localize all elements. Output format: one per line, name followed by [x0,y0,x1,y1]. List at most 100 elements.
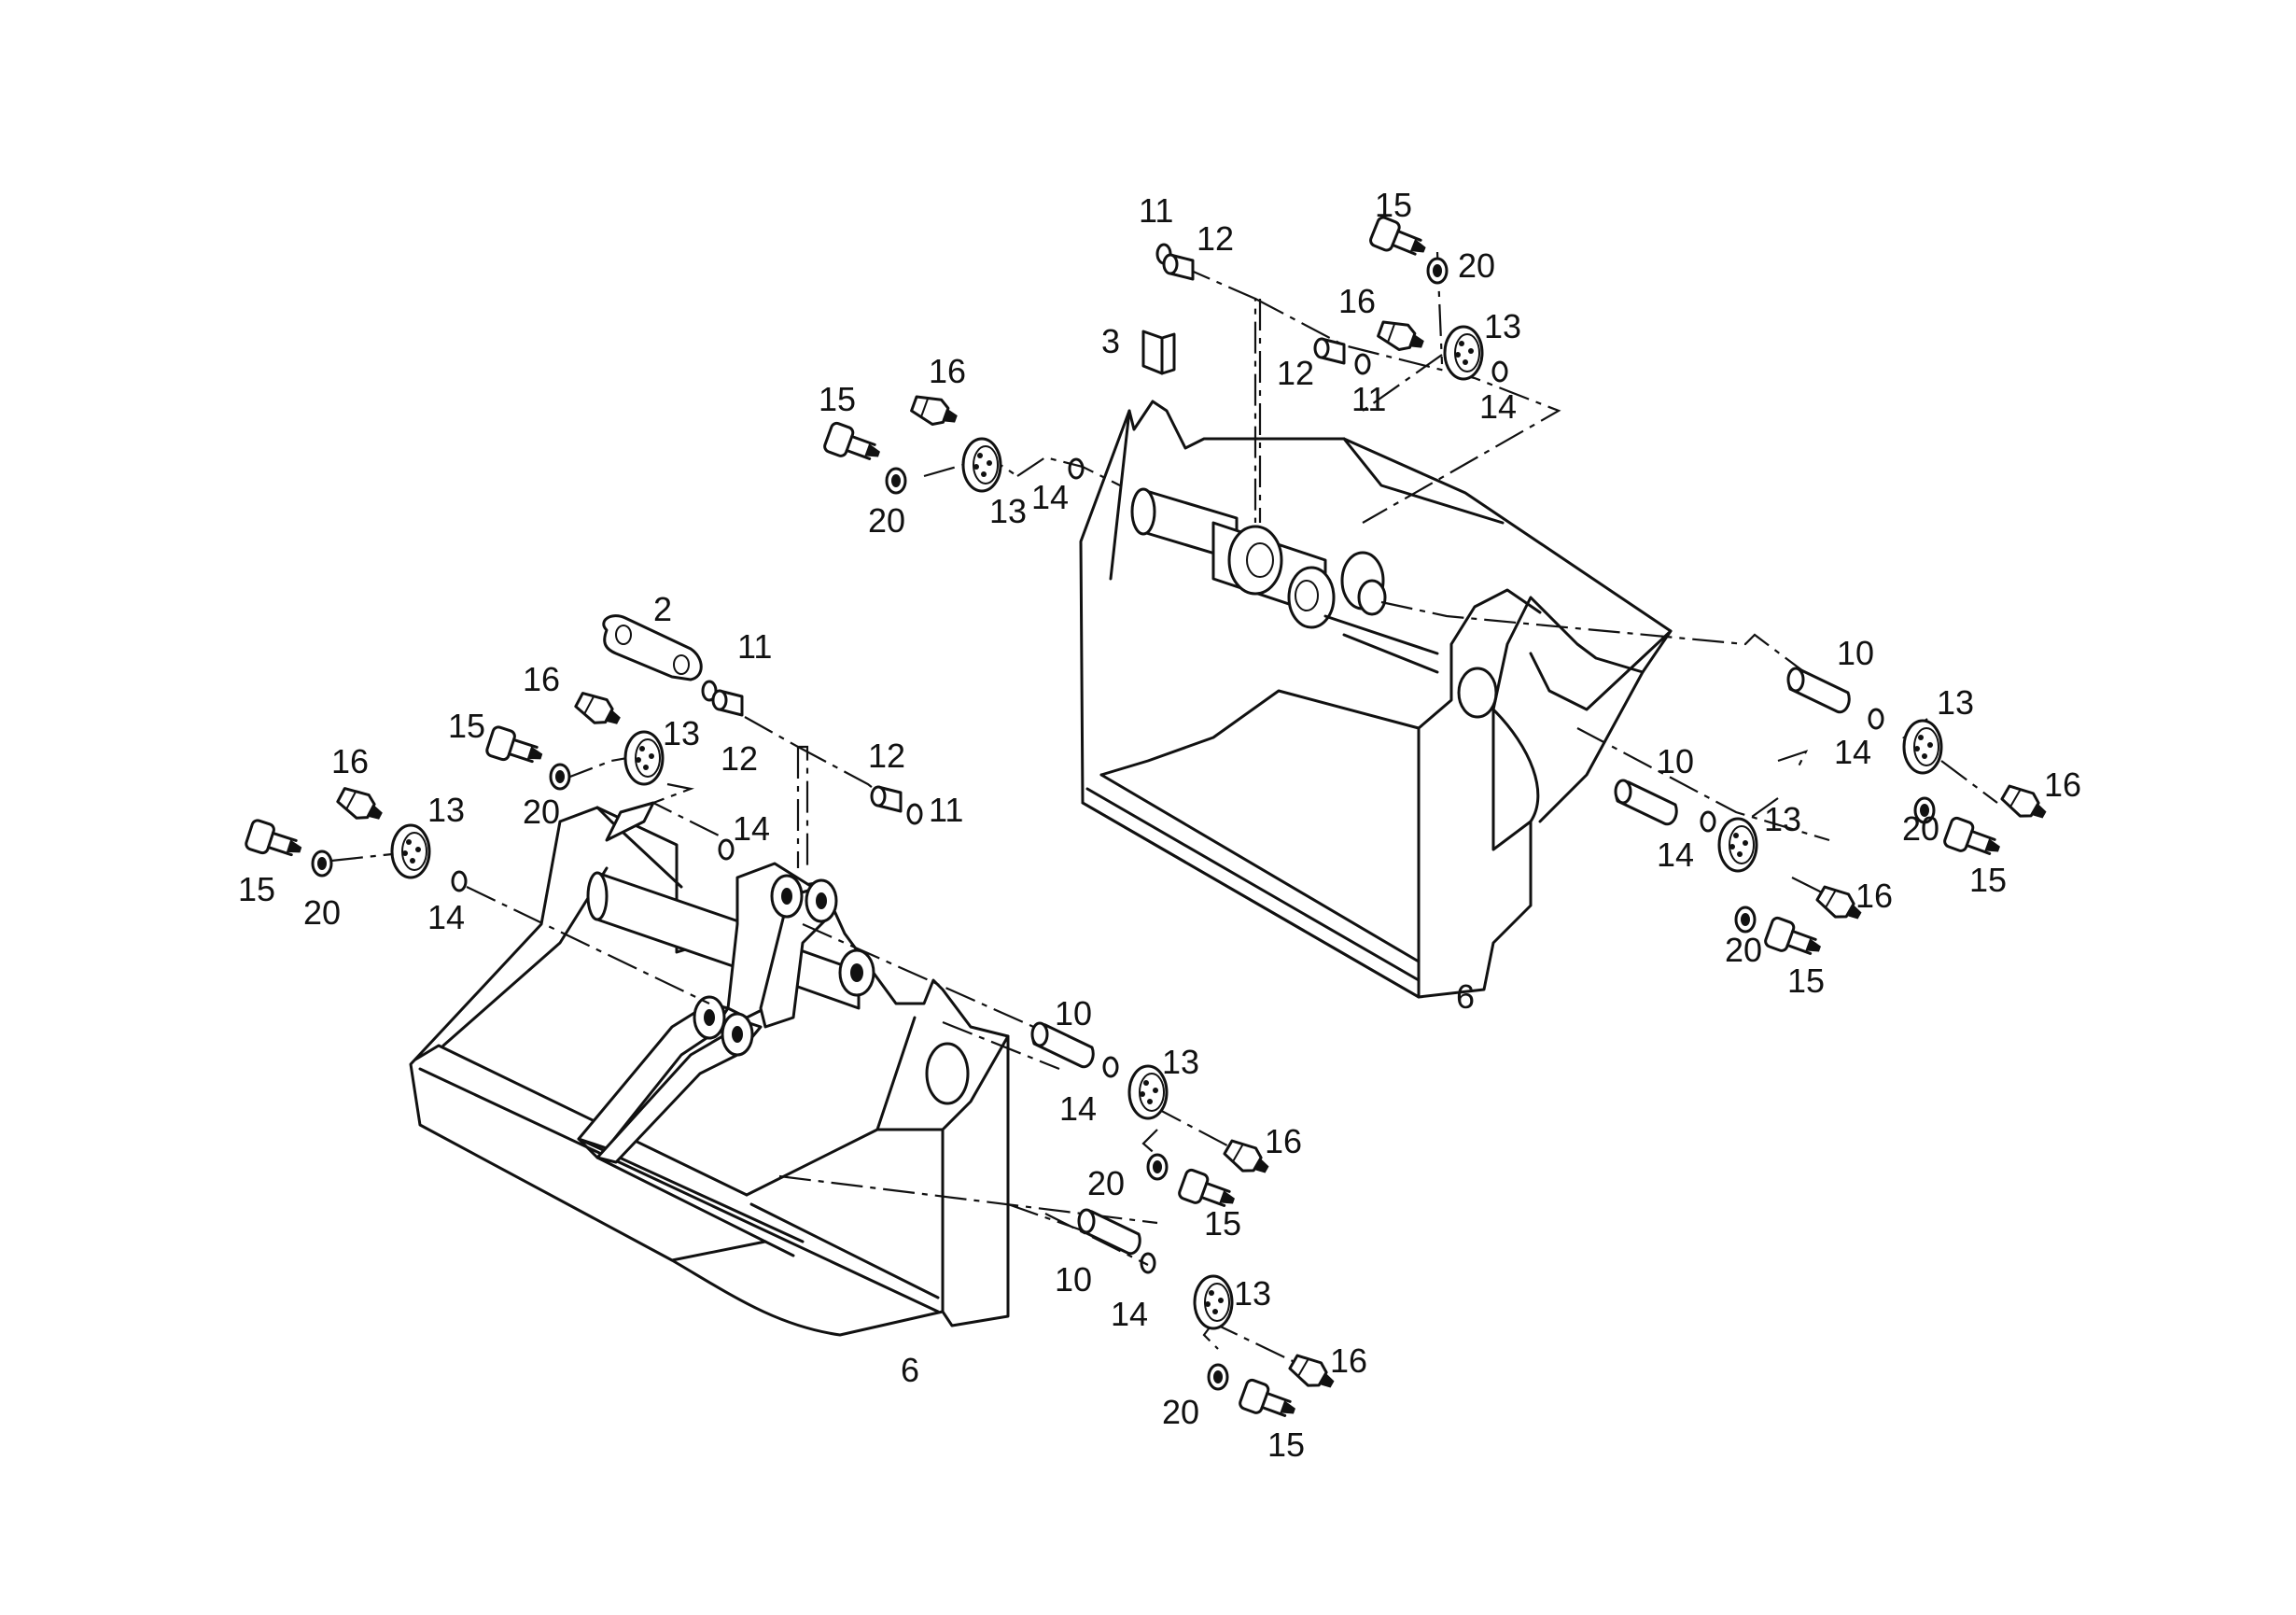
callout-labels: 11 12 15 20 16 13 14 3 12 11 16 13 14 15… [238,186,2081,1464]
callout-label: 15 [1204,1204,1241,1243]
spacer-part-10 [1786,667,1851,714]
callout-label: 16 [929,352,966,390]
oring-part-14 [1700,810,1716,833]
washer-part-20 [1146,1153,1169,1181]
callout-label: 20 [303,893,341,932]
callout-label: 20 [1458,246,1495,285]
callout-label: 12 [721,739,758,778]
callout-label: 14 [1834,733,1871,771]
callout-label: 15 [819,380,856,418]
callout-label: 16 [1265,1122,1302,1160]
plate-part-13 [1717,817,1758,873]
callout-label: 12 [868,737,905,775]
callout-label: 13 [1484,307,1521,345]
callout-label: 10 [1657,742,1694,780]
callout-label: 11 [929,791,963,829]
callout-label: 16 [523,660,560,698]
callout-label: 13 [989,492,1027,530]
plate-part-13 [1443,325,1484,381]
bucket-lower [409,801,1010,1337]
nipple-part-16 [333,781,389,830]
bolt-part-15 [821,420,886,470]
callout-label: 16 [2044,765,2081,804]
callout-label: 13 [1764,800,1801,838]
callout-label: 15 [1787,962,1825,1000]
bucket-lower-pin-hole [925,1042,970,1105]
callout-label: 15 [238,870,275,908]
callout-label: 20 [1902,809,1939,848]
bolt-part-15 [243,817,307,866]
nipple-part-16 [571,686,627,735]
washer-part-20 [549,763,571,791]
callout-label: 20 [1087,1164,1125,1202]
callout-label: 20 [1725,931,1762,969]
callout-label: 13 [1937,683,1974,722]
oring-part-14 [1868,708,1884,730]
callout-label: 14 [733,809,770,848]
nipple-part-16 [908,389,962,433]
oring-part-14 [1102,1056,1119,1078]
callout-label: 10 [1837,634,1874,672]
callout-label: 6 [1456,977,1475,1016]
tab-part-3 [1141,330,1176,375]
callout-label: 14 [1111,1295,1148,1333]
callout-label: 13 [1162,1043,1199,1081]
callout-label: 16 [1338,282,1376,320]
callout-label: 15 [1969,861,2007,899]
plate-part-13 [961,437,1002,493]
nipple-part-16 [1375,315,1429,358]
oring-part-14 [1068,457,1085,480]
callout-label: 14 [1059,1089,1097,1128]
callout-label: 12 [1277,354,1314,392]
plate-part-13 [623,730,665,786]
callout-label: 13 [663,714,700,752]
bucket-upper-hardware [821,214,2053,965]
callout-label: 15 [1267,1425,1305,1464]
callout-label: 15 [448,707,485,745]
washer-part-20 [1426,257,1449,285]
bushing-part-12 [711,689,744,717]
callout-label: 16 [1330,1341,1367,1380]
oring-part-14 [451,870,468,892]
bolt-part-15 [483,723,548,773]
bucket-lower-body [409,806,1010,1337]
plate-part-13 [1127,1064,1169,1120]
oring-part-11 [906,803,923,825]
callout-label: 20 [868,501,905,540]
bushing-part-12 [870,785,903,813]
callout-label: 13 [427,791,465,829]
bolt-part-15 [1762,915,1827,965]
plate-part-13 [1902,719,1943,775]
callout-label: 20 [1162,1393,1199,1431]
callout-label: 20 [523,793,560,831]
callout-label: 14 [1657,836,1694,874]
callout-label: 2 [653,590,672,628]
washer-part-20 [885,467,907,495]
callout-label: 3 [1101,322,1120,360]
callout-label: 11 [1139,191,1173,230]
callout-label: 11 [737,627,772,666]
plate-part-13 [1193,1274,1234,1330]
callout-label: 10 [1055,1260,1092,1299]
bolt-part-15 [1941,815,2006,865]
washer-part-20 [1734,906,1757,934]
oring-part-11 [1354,353,1371,375]
bucket-upper-body [1079,400,1673,999]
callout-label: 14 [1479,387,1517,426]
callout-label: 15 [1375,186,1412,224]
washer-part-20 [1207,1363,1229,1391]
bushing-part-12 [1162,253,1195,281]
callout-label: 16 [331,742,369,780]
bucket-upper [1079,400,1673,999]
bushing-part-12 [1313,337,1346,365]
bucket-upper-pin-hole [1457,667,1498,719]
callout-label: 14 [427,898,465,936]
callout-label: 12 [1197,219,1234,258]
callout-label: 16 [1855,877,1893,915]
washer-part-20 [311,850,333,878]
spacer-part-10 [1614,779,1678,826]
callout-label: 6 [901,1351,919,1389]
callout-label: 11 [1351,380,1386,418]
callout-label: 13 [1234,1274,1271,1313]
